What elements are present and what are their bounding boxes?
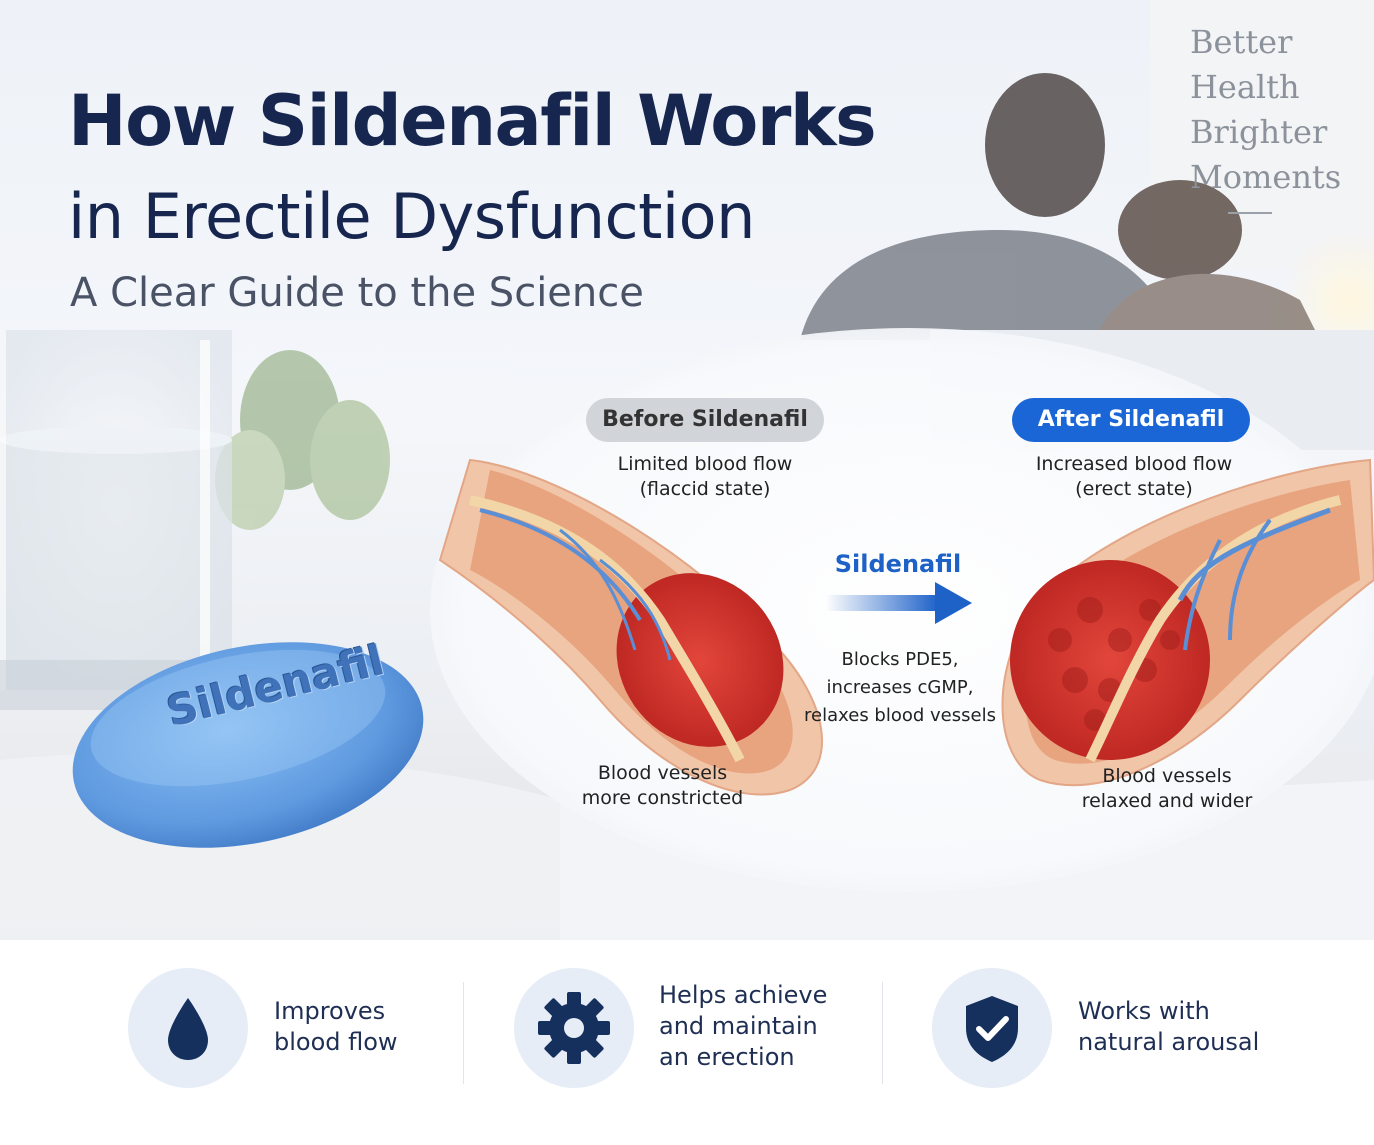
feature-divider (463, 982, 464, 1084)
before-tissue-illustration (438, 458, 823, 796)
wall-art-rule (1228, 212, 1272, 214)
sildenafil-arrow (826, 582, 972, 624)
feature-icon-circle (128, 968, 248, 1088)
feature-divider (882, 982, 883, 1084)
page-title-line2: in Erectile Dysfunction (68, 180, 755, 253)
after-flow-caption: Increased blood flow (erect state) (1035, 453, 1233, 500)
feature-text-erection: Helps achieve and maintain an erection (659, 981, 828, 1071)
gear-icon (538, 992, 610, 1064)
water-glass (0, 330, 232, 710)
pill-tablet (72, 642, 424, 848)
couple-silhouette (800, 73, 1320, 340)
before-vessel-caption: Blood vessels more constricted (581, 762, 744, 809)
feature-text-arousal: Works with natural arousal (1078, 997, 1260, 1056)
page-title: How Sildenafil Works (68, 80, 877, 162)
feature-icon-circle (514, 968, 634, 1088)
after-vessel-caption: Blood vessels relaxed and wider (1081, 765, 1253, 812)
wall-art-text: Better Health Brighter Moments (1190, 23, 1342, 196)
after-tissue-illustration (1001, 458, 1374, 787)
water-drop-icon (168, 998, 208, 1060)
hero-section: How Sildenafil Works in Erectile Dysfunc… (0, 0, 1374, 940)
before-flow-caption: Limited blood flow (flaccid state) (617, 453, 793, 500)
after-sildenafil-badge: After Sildenafil (1012, 398, 1250, 442)
background-photo (0, 0, 1374, 940)
shield-check-icon (966, 996, 1018, 1062)
page-subtitle: A Clear Guide to the Science (70, 270, 644, 316)
features-bar: Improves blood flow Helps achieve and ma… (0, 940, 1374, 1145)
arrow-label: Sildenafil (834, 550, 962, 578)
feature-icon-circle (932, 968, 1052, 1088)
plant-blur (215, 350, 390, 530)
feature-text-blood-flow: Improves blood flow (274, 997, 398, 1056)
before-sildenafil-badge: Before Sildenafil (586, 398, 824, 442)
mechanism-text: Blocks PDE5, increases cGMP, relaxes blo… (804, 649, 996, 726)
